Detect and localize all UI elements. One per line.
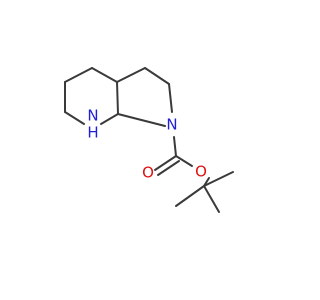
atom-nh-h: H	[87, 124, 98, 142]
molecule-canvas: N H N O O	[64, 67, 234, 213]
bond-c7a-c3a	[116, 81, 119, 115]
bond-c3-c2p	[144, 67, 170, 85]
atom-o-carbonyl: O	[142, 164, 154, 182]
bond-c2p-n1	[168, 83, 173, 113]
atom-nh-n: N	[87, 107, 98, 125]
bond-n1-carbonyl-c	[173, 136, 177, 157]
bond-c2-nh	[64, 111, 85, 125]
bond-n1-c7a	[117, 113, 166, 127]
atom-nh: N H	[87, 107, 98, 142]
bond-nh-c7a	[100, 113, 119, 125]
bond-c3a-c3	[116, 67, 146, 83]
bond-cq-me-top	[203, 171, 234, 187]
atom-n1: N	[166, 116, 177, 134]
atom-o-ester: O	[195, 163, 207, 181]
bond-carbonyl-double-1	[154, 155, 177, 171]
bond-carbonyl-double-2	[157, 160, 180, 176]
structure-diagram: N H N O O	[64, 67, 234, 213]
bond-cq-me-bottom	[203, 185, 220, 213]
bond-c4-c5	[91, 67, 118, 83]
bond-cq-me-left	[175, 185, 205, 207]
bond-c4-c3	[64, 67, 93, 83]
bond-carbonyl-c-o-ester	[175, 155, 193, 167]
